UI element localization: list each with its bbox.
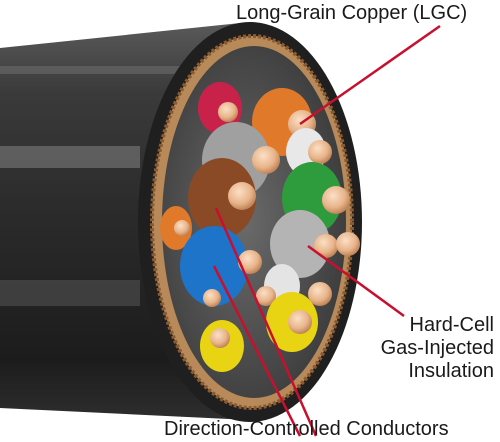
leader-lines — [212, 24, 441, 437]
leader-line-bottom-2 — [212, 265, 302, 437]
callout-long-grain-copper: Long-Grain Copper (LGC) — [236, 2, 468, 24]
conductors — [160, 82, 360, 372]
callout-line-3: Insulation — [408, 360, 494, 382]
callout-hard-cell-insulation: Hard-Cell Gas-Injected Insulation — [381, 314, 494, 383]
red-wire — [198, 82, 242, 134]
callout-direction-controlled-conductors: Direction-Controlled Conductors — [164, 418, 449, 440]
yellow-wire-right — [266, 292, 318, 352]
orange-wire-left — [160, 206, 192, 250]
leader-line-bottom-1 — [214, 207, 318, 437]
brown-wire — [188, 158, 256, 238]
leader-line-top — [299, 24, 441, 126]
white-wire-small — [203, 289, 221, 307]
leader-line-right — [307, 244, 405, 318]
yellow-wire-left — [200, 320, 244, 372]
callout-line-2: Gas-Injected — [380, 337, 494, 359]
gray-wire-middle — [270, 210, 360, 278]
callout-line-1: Hard-Cell — [409, 314, 494, 336]
